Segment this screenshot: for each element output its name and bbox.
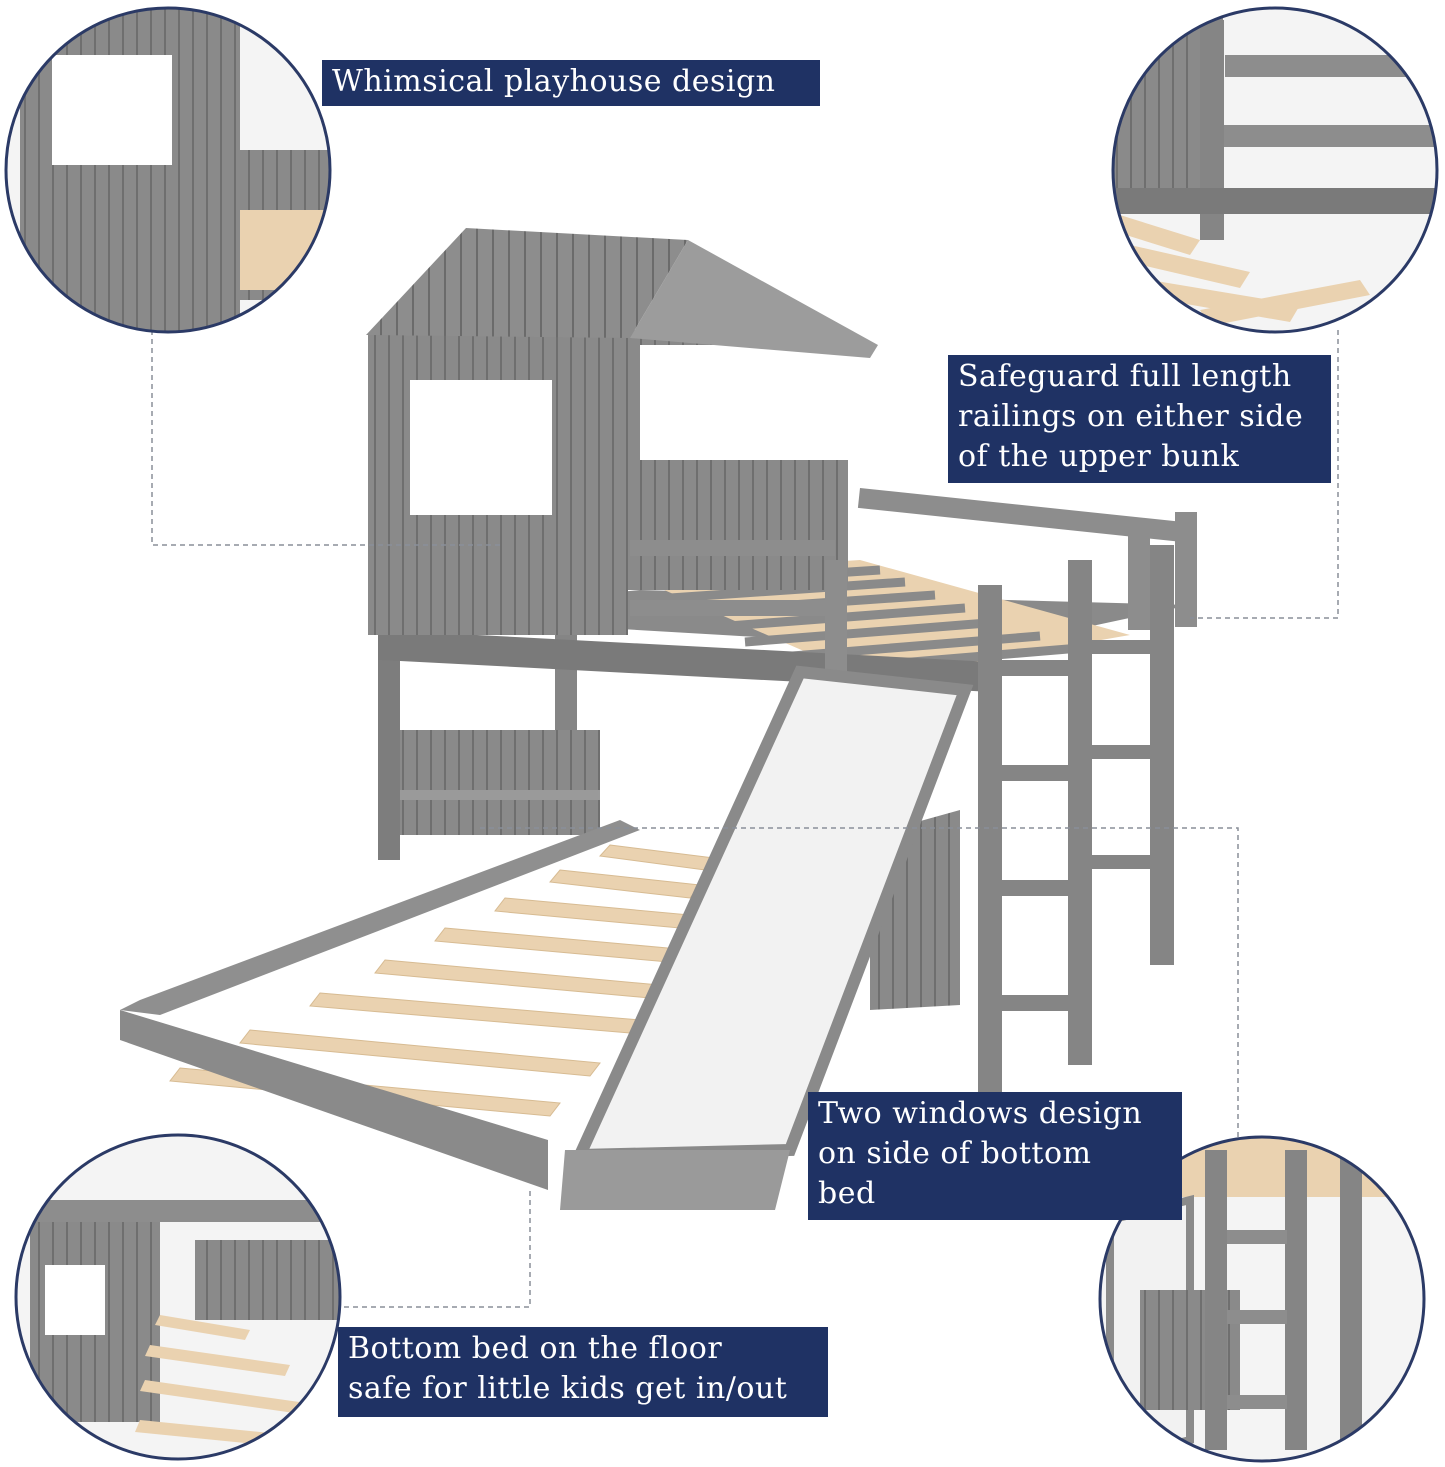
inset-playhouse-border: [4, 6, 332, 334]
back-left-post: [378, 615, 400, 860]
bunk-bed: [120, 228, 1197, 1210]
inset-playhouse: [4, 6, 332, 334]
callout-floor-bed-line-2: safe for little kids get in/out: [348, 1371, 788, 1406]
house-window-front: [410, 380, 552, 515]
callout-floor-bed: Bottom bed on the floor safe for little …: [338, 1327, 828, 1417]
callout-windows-line-3: bed: [818, 1176, 876, 1211]
callout-railings: Safeguard full length railings on either…: [948, 355, 1331, 483]
callout-railings-line-2: railings on either side: [958, 399, 1304, 434]
callout-railings-line-1: Safeguard full length: [958, 359, 1292, 394]
callout-windows-line-1: Two windows design: [818, 1096, 1143, 1131]
house-window-side: [640, 345, 850, 460]
slide-bottom: [560, 1150, 790, 1210]
callout-windows-line-2: on side of bottom: [818, 1136, 1092, 1171]
lower-window-panel: [400, 730, 600, 835]
leader-lines: [151, 330, 1339, 1308]
ladder: [978, 545, 1174, 1095]
inset-windows: [1098, 1135, 1426, 1463]
callout-windows: Two windows design on side of bottom bed: [808, 1092, 1182, 1220]
inset-railings: [1111, 6, 1439, 334]
upper-railings: [630, 488, 1197, 690]
callout-railings-line-3: of the upper bunk: [958, 439, 1240, 474]
inset-railings-border: [1111, 6, 1439, 334]
inset-windows-border: [1098, 1135, 1426, 1463]
inset-floor-bed-border: [14, 1133, 342, 1461]
bottom-bed-slats-area: [135, 825, 850, 1150]
house-roof: [366, 228, 688, 338]
bottom-bed-frame-front: [120, 1010, 548, 1190]
inset-floor-bed: [14, 1133, 342, 1461]
callout-floor-bed-line-1: Bottom bed on the floor: [348, 1331, 723, 1366]
lower-window-rail: [400, 790, 600, 800]
callout-playhouse: Whimsical playhouse design: [322, 60, 820, 106]
callout-playhouse-line-1: Whimsical playhouse design: [332, 64, 776, 99]
bottom-bed-frame-side: [120, 820, 640, 1015]
house-roof-side: [630, 240, 878, 358]
